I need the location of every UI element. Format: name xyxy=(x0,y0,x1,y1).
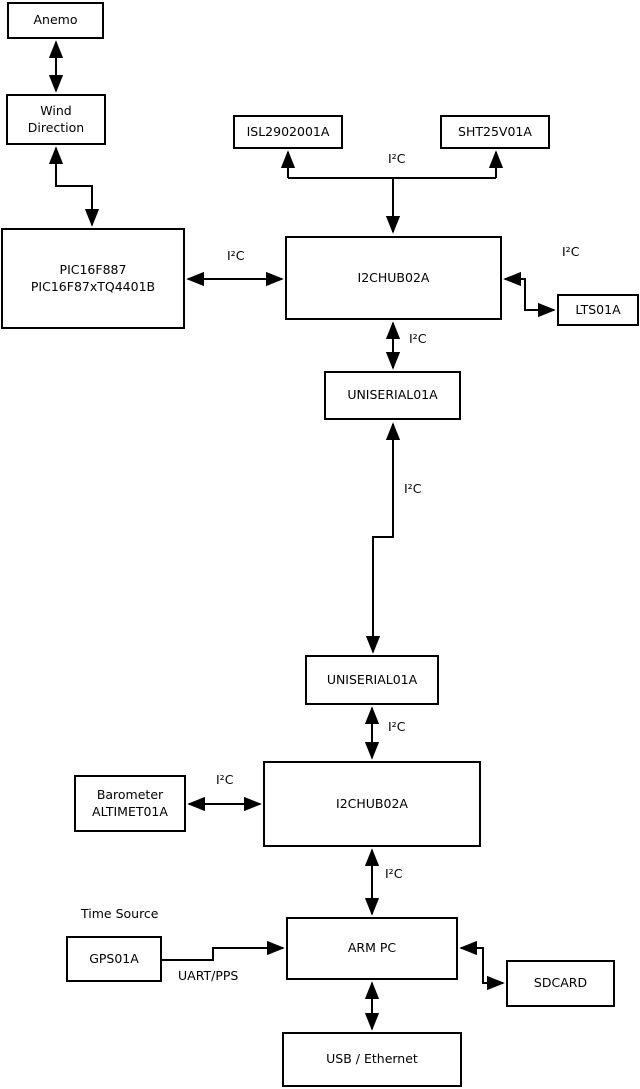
node-uniserial01a-top-label: UNISERIAL01A xyxy=(347,387,438,403)
node-sht25v01a-label: SHT25V01A xyxy=(458,123,532,139)
i2c-label-hub1-uniserial1: I²C xyxy=(409,331,427,346)
uart-pps-label: UART/PPS xyxy=(178,968,239,983)
node-i2chub02a-top: I2CHUB02A xyxy=(285,236,502,320)
node-i2chub02a-bottom-label: I2CHUB02A xyxy=(336,795,408,811)
time-source-label: Time Source xyxy=(81,906,159,921)
edge-wind-pic xyxy=(48,146,100,227)
i2c-label-uniserial-link: I²C xyxy=(404,481,422,496)
edge-armpc-sdcard xyxy=(459,940,505,991)
node-barometer-line1: Barometer xyxy=(96,786,164,802)
i2c-label-uniserial2-hub2: I²C xyxy=(388,719,406,734)
node-barometer-altimet01a: Barometer ALTIMET01A xyxy=(74,775,186,832)
node-wind-direction-line1: Wind xyxy=(40,102,72,118)
node-usb-ethernet: USB / Ethernet xyxy=(282,1032,462,1087)
i2c-label-hub2-armpc: I²C xyxy=(385,866,403,881)
node-arm-pc: ARM PC xyxy=(286,917,458,980)
node-gps01a-label: GPS01A xyxy=(89,950,139,966)
i2c-label-barometer-hub2: I²C xyxy=(216,772,234,787)
node-pic-line2: PIC16F87xTQ4401B xyxy=(30,278,156,294)
i2c-label-pic-hub1: I²C xyxy=(227,248,245,263)
node-wind-direction: Wind Direction xyxy=(6,94,106,145)
node-uniserial01a-bottom-label: UNISERIAL01A xyxy=(326,671,418,687)
node-wind-direction-line2: Direction xyxy=(27,119,85,135)
node-lts01a-label: LTS01A xyxy=(575,301,621,317)
node-uniserial01a-top: UNISERIAL01A xyxy=(324,371,461,420)
node-sdcard-label: SDCARD xyxy=(533,975,588,991)
node-i2chub02a-top-label: I2CHUB02A xyxy=(357,269,430,285)
node-isl2902001a-label: ISL2902001A xyxy=(246,123,330,139)
node-sht25v01a: SHT25V01A xyxy=(440,115,550,149)
node-i2chub02a-bottom: I2CHUB02A xyxy=(263,761,481,847)
node-sdcard: SDCARD xyxy=(506,960,615,1007)
node-pic-microcontroller: PIC16F887 PIC16F87xTQ4401B xyxy=(1,228,185,329)
node-pic-line1: PIC16F887 xyxy=(59,261,127,277)
node-gps01a: GPS01A xyxy=(66,936,162,982)
node-uniserial01a-bottom: UNISERIAL01A xyxy=(305,655,439,705)
node-barometer-line2: ALTIMET01A xyxy=(92,803,168,819)
node-anemo: Anemo xyxy=(7,2,104,39)
node-lts01a: LTS01A xyxy=(557,294,639,326)
node-isl2902001a: ISL2902001A xyxy=(233,115,343,149)
edge-hub1-lts xyxy=(503,271,556,318)
node-anemo-label: Anemo xyxy=(33,12,78,28)
i2c-label-hub1-lts: I²C xyxy=(562,244,580,259)
edge-gps-armpc xyxy=(162,940,285,961)
node-arm-pc-label: ARM PC xyxy=(347,940,397,956)
i2c-label-sensor-bus: I²C xyxy=(388,151,406,166)
node-usb-ethernet-label: USB / Ethernet xyxy=(326,1051,418,1067)
edge-uniserial1-uniserial2 xyxy=(365,422,401,654)
